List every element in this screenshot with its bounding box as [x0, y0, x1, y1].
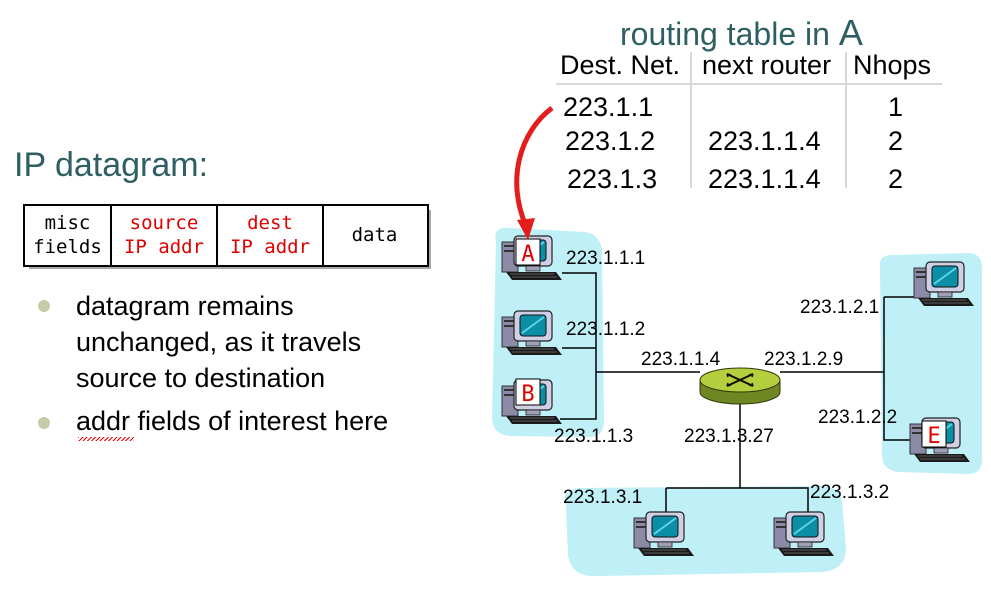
col-header-nhops: Nhops: [853, 50, 932, 80]
field-source-ip-addr: source IP addr: [123, 212, 205, 258]
addr-host-e: 223.1.2.2: [818, 407, 898, 428]
addr-host-b: 223.1.1.3: [554, 426, 634, 447]
addr-host-223-1-1-2: 223.1.1.2: [566, 319, 646, 340]
host-e-badge: [921, 420, 947, 448]
table-cell-dest: 223.1.2: [565, 126, 656, 156]
table-header-rule: [556, 83, 942, 85]
datagram-divider: [322, 206, 324, 265]
table-col-rule: [690, 52, 692, 188]
host-a-label: A: [521, 242, 534, 267]
host-a-badge: [515, 238, 541, 266]
lan-1-link: [560, 272, 597, 420]
table-cell-dest: 223.1.1: [563, 92, 654, 122]
bullet-text: datagram remains unchanged, as it travel…: [76, 291, 362, 393]
lan-2-link: [883, 297, 915, 441]
addr-host-a: 223.1.1.1: [566, 248, 646, 269]
addr-router-right: 223.1.2.9: [764, 349, 844, 370]
table-cell-dest: 223.1.3: [567, 164, 658, 194]
table-cell-next: 223.1.1.4: [708, 126, 821, 156]
table-cell-hops: 2: [888, 164, 904, 194]
table-col-rule: [845, 52, 847, 188]
table-cell-hops: 1: [888, 92, 904, 122]
host-b-badge: [515, 378, 541, 406]
table-cell-next: 223.1.1.4: [708, 164, 821, 194]
host-b-label: B: [521, 382, 534, 407]
addr-router-bottom: 223.1.3.27: [684, 426, 774, 447]
bullet-text: addr fields of interest here: [76, 406, 389, 436]
table-to-host-arrow: [514, 106, 554, 227]
bullet-dot: [38, 417, 50, 429]
spellcheck-underline: [78, 437, 134, 441]
field-dest-ip-addr: dest IP addr: [229, 212, 311, 258]
host-e-label: E: [927, 424, 940, 449]
routing-table-title: routing table in A: [620, 12, 863, 53]
lan-3-link: [666, 487, 809, 520]
datagram-box: [23, 204, 429, 267]
col-header-next-router: next router: [702, 50, 832, 80]
bullet-dot: [38, 300, 50, 312]
addr-host-223-1-3-2: 223.1.3.2: [810, 482, 890, 503]
addr-host-223-1-2-1: 223.1.2.1: [800, 297, 880, 318]
datagram-title: IP datagram:: [14, 146, 209, 184]
field-data: data: [351, 224, 398, 246]
addr-router-left: 223.1.1.4: [641, 349, 721, 370]
table-to-host-arrowhead: [517, 218, 535, 240]
router-icon: [699, 367, 781, 405]
addr-host-223-1-3-1: 223.1.3.1: [563, 487, 643, 508]
table-cell-hops: 2: [888, 126, 904, 156]
field-misc: misc fields: [33, 212, 102, 258]
datagram-divider: [110, 206, 112, 265]
col-header-dest: Dest. Net.: [560, 50, 681, 80]
datagram-divider: [216, 206, 218, 265]
lan-3-background: [564, 486, 846, 577]
